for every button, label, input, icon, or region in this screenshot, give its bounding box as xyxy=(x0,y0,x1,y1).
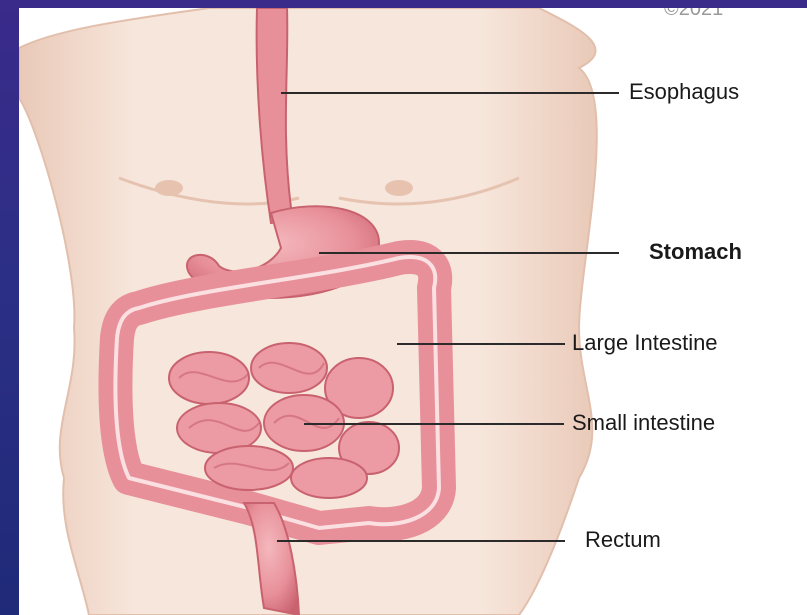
large-intestine-leader-line xyxy=(397,343,565,345)
label-rectum: Rectum xyxy=(585,527,661,553)
label-small-intestine: Small intestine xyxy=(572,410,715,436)
label-large-intestine: Large Intestine xyxy=(572,330,718,356)
small-intestine-leader-line xyxy=(304,423,564,425)
rectum-leader-line xyxy=(277,540,565,542)
anatomy-panel: ©2021 Esophagus Stomach Large Intestine … xyxy=(19,8,807,615)
label-esophagus: Esophagus xyxy=(629,79,739,105)
esophagus-leader-line xyxy=(281,92,619,94)
label-stomach: Stomach xyxy=(649,239,742,265)
stomach-leader-line xyxy=(319,252,619,254)
copyright-notice: ©2021 xyxy=(664,8,723,21)
